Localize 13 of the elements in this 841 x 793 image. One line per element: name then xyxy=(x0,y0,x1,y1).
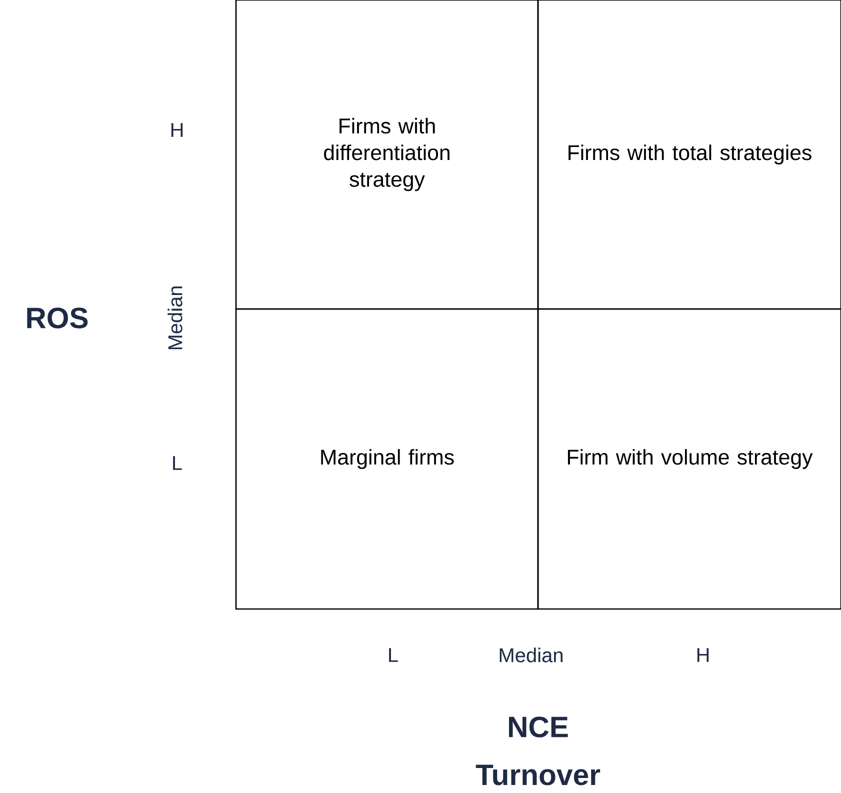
quadrant-box: Firms with total strategies xyxy=(537,0,841,310)
axis-title: NCE xyxy=(509,716,568,738)
quadrant-box: Marginal firms xyxy=(235,308,539,610)
axis-tick-label: L xyxy=(389,648,398,662)
quadrant-box: Firms with differentiation strategy xyxy=(235,0,539,310)
axis-tick-label: L xyxy=(173,456,182,470)
axis-tick-label: Median xyxy=(500,648,562,662)
axis-title: Turnover xyxy=(476,764,600,786)
axis-tick-label: H xyxy=(171,123,183,137)
axis-tick-label: Median xyxy=(168,286,182,350)
axis-title: ROS xyxy=(27,308,88,328)
quadrant-box: Firm with volume strategy xyxy=(537,308,841,610)
axis-tick-label: H xyxy=(697,648,709,662)
